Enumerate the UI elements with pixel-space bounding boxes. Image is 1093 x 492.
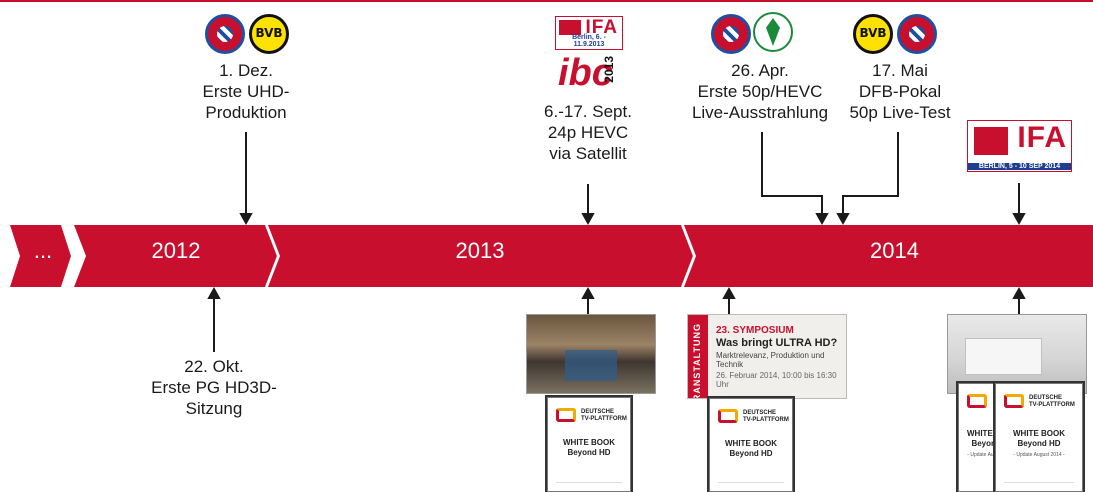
fc-bayern-icon (897, 14, 937, 54)
event-line: 24p HEVC (547, 123, 629, 142)
booth-rendering-photo (947, 314, 1087, 394)
ifa-2014-logo: IFA BERLIN, 5 - 10 SEP 2014 (967, 120, 1072, 172)
event-date: 17. Mai (872, 61, 928, 80)
event-line: DFB-Pokal (858, 82, 942, 101)
fc-bayern-icon (205, 14, 245, 54)
event-date: 22. Okt. (184, 357, 244, 376)
event-date: 6.-17. Sept. (544, 102, 632, 121)
ifa-2013-logo: IFA Berlin, 6. - 11.9.2013 (555, 16, 623, 50)
segment-2013 (268, 225, 694, 287)
event-line: 50p Live-Test (849, 103, 951, 122)
segment-ellipsis (10, 225, 72, 287)
arrow-pokal (842, 132, 899, 216)
event-line: via Satellit (549, 144, 627, 163)
segment-label-2012: 2012 (151, 238, 201, 263)
ifa-mark-icon (974, 127, 1008, 155)
event-first-uhd-production: 1. Dez. Erste UHD- Produktion (166, 60, 326, 123)
event-line: Erste 50p/HEVC (697, 82, 823, 101)
ibc-2013-logo: ibc 2013 (558, 52, 616, 94)
event-ibc-hevc: 6.-17. Sept. 24p HEVC via Satellit (518, 101, 658, 164)
event-date: 26. Apr. (731, 61, 789, 80)
arrow-hevc (761, 132, 823, 216)
event-line: Live-Ausstrahlung (691, 103, 829, 122)
fc-bayern-icon (711, 14, 751, 54)
event-line: Produktion (205, 103, 287, 122)
trade-fair-photo (526, 314, 656, 394)
segment-2012 (74, 225, 278, 287)
top-rule (0, 0, 1093, 2)
tv-plattform-logo-icon (967, 394, 987, 408)
ifa-mark-icon (559, 20, 581, 35)
werder-bremen-icon (753, 12, 793, 52)
tv-plattform-logo-icon (718, 409, 738, 423)
segment-dividers (61, 224, 696, 288)
event-date: 1. Dez. (219, 61, 273, 80)
bvb-icon: BVB (249, 14, 289, 54)
tv-plattform-logo-icon (1004, 394, 1024, 408)
event-dfb-pokal: 17. Mai DFB-Pokal 50p Live-Test (835, 60, 965, 123)
tv-plattform-logo-icon (556, 408, 576, 422)
segment-label-2013: 2013 (455, 238, 505, 263)
bvb-icon: BVB (853, 14, 893, 54)
event-line: Erste UHD- (202, 82, 290, 101)
event-first-50p-hevc: 26. Apr. Erste 50p/HEVC Live-Ausstrahlun… (680, 60, 840, 123)
event-first-pg-hd3d-meeting: 22. Okt. Erste PG HD3D- Sitzung (134, 356, 294, 419)
event-line: Sitzung (185, 399, 243, 418)
segment-2014 (684, 225, 1093, 287)
segment-label-ellipsis: ... (33, 238, 53, 263)
symposium-flyer: VERANSTALTUNG 23. SYMPOSIUM Was bringt U… (687, 314, 847, 399)
segment-label-2014: 2014 (870, 238, 919, 263)
event-line: Erste PG HD3D- (151, 378, 277, 397)
